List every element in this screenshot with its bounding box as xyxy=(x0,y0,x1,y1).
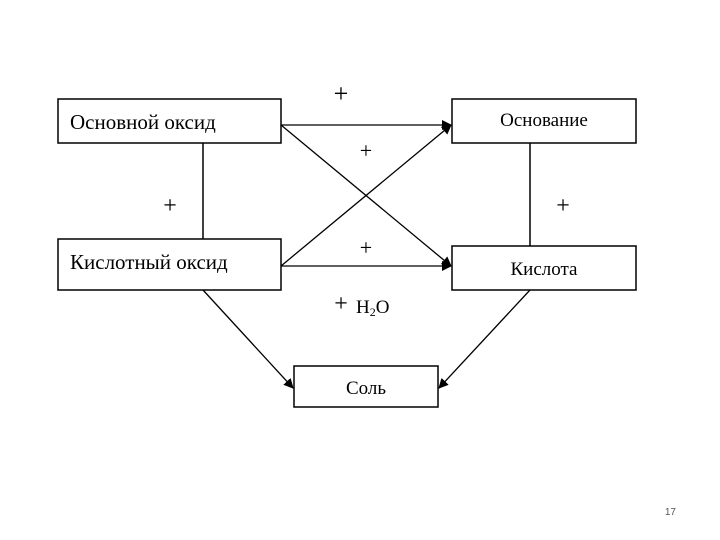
acid-oxide-box: Кислотный оксид xyxy=(57,238,282,291)
arrow-acid-oxide-to-salt xyxy=(202,289,294,389)
water-formula: H2O xyxy=(356,297,389,319)
plus-sign-right: + xyxy=(556,193,570,219)
acid-label: Кислота xyxy=(511,259,579,280)
basic-oxide-label: Основной оксид xyxy=(70,110,216,134)
salt-label: Соль xyxy=(346,378,386,399)
acid-box: Кислота xyxy=(451,245,637,291)
plus-sign-water: + xyxy=(334,291,348,317)
arrow-acid-to-salt xyxy=(438,289,531,389)
salt-box: Соль xyxy=(293,365,439,408)
water-o: O xyxy=(376,297,390,318)
water-subscript: 2 xyxy=(370,305,376,319)
plus-sign-upper-cross: + xyxy=(360,138,372,163)
arrow-acid-oxide-to-base xyxy=(280,124,452,267)
base-box: Основание xyxy=(451,98,637,144)
water-h: H xyxy=(356,297,370,318)
slide-number: 17 xyxy=(664,507,676,518)
plus-sign-top: + xyxy=(334,79,349,108)
basic-oxide-box: Основной оксид xyxy=(57,98,282,144)
acid-oxide-label: Кислотный оксид xyxy=(70,250,228,274)
base-label: Основание xyxy=(500,110,588,131)
plus-sign-lower-cross: + xyxy=(360,235,372,260)
plus-sign-left: + xyxy=(163,193,177,219)
